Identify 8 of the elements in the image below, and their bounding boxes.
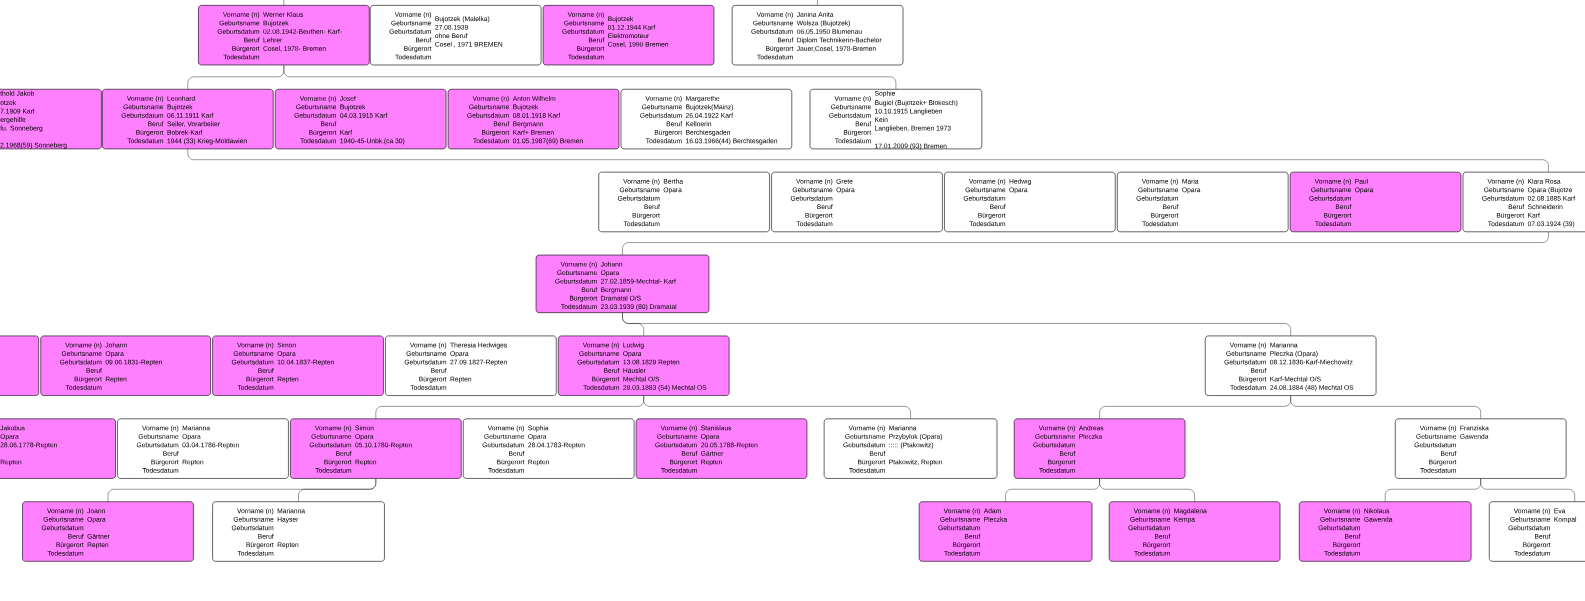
connector-line: [1099, 478, 1195, 502]
connector-line: [1480, 478, 1575, 502]
connector-line: [283, 0, 285, 6]
connector-line: [283, 64, 897, 89]
connector-line: [622, 231, 1549, 255]
person-box: [0, 335, 40, 396]
connector-line: [817, 0, 818, 6]
connector-line: [298, 478, 377, 502]
